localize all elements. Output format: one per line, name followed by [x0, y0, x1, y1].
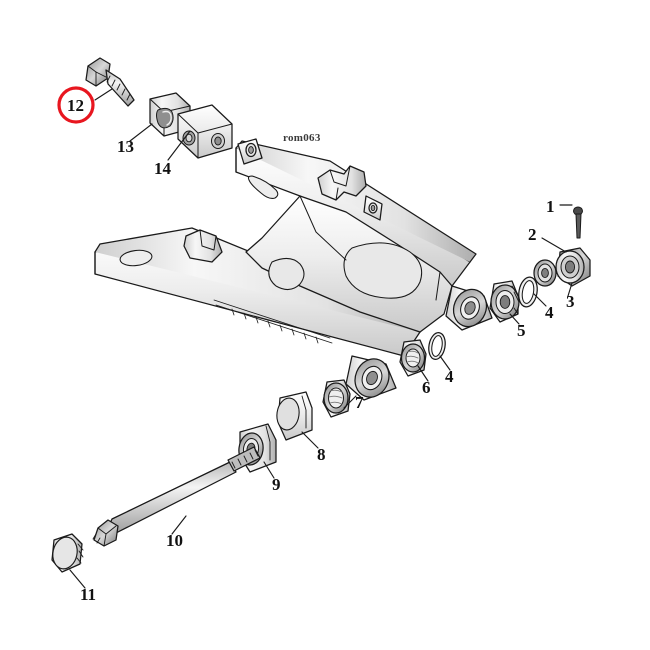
part-12-pivot-bolt	[85, 57, 135, 107]
highlight-circle-12	[57, 86, 95, 124]
callout-label-9: 9	[272, 475, 281, 494]
part-7-bearing	[322, 379, 351, 418]
callout-label-2: 2	[528, 225, 537, 244]
leader-lines	[69, 88, 573, 589]
callout-label-4-outer: 4	[545, 303, 554, 322]
part-14-adjuster-block	[177, 104, 233, 159]
callout-label-7: 7	[355, 393, 364, 412]
part-3-bearing-cap	[555, 247, 591, 287]
callout-label-12: 12	[67, 96, 84, 115]
part-10-pivot-shaft	[92, 446, 261, 547]
part-4-o-ring-inner	[428, 332, 446, 360]
part-1-cotter-pin	[573, 206, 583, 239]
swingarm-center-casting	[245, 195, 453, 333]
axle-boss-right	[445, 285, 493, 331]
callout-label-8: 8	[317, 445, 326, 464]
callout-label-1: 1	[546, 197, 555, 216]
callout-label-11: 11	[80, 585, 97, 604]
part-6-bearing-race	[399, 339, 427, 377]
callout-label-10: 10	[166, 531, 183, 550]
callout-label-14: 14	[154, 159, 171, 178]
callout-label-4-inner: 4	[445, 367, 454, 386]
axle-boss-lower	[345, 355, 397, 401]
callout-label-6: 6	[422, 378, 431, 397]
part-4-o-ring-outer	[518, 276, 538, 308]
callout-label-13: 13	[117, 137, 134, 156]
watermark-text: rom063	[283, 132, 321, 144]
swingarm-lower-arm	[94, 227, 427, 357]
part-8-spacer-sleeve	[276, 391, 313, 441]
part-5-bearing-sleeve	[489, 280, 520, 323]
part-2-nut	[533, 259, 557, 287]
callout-label-3: 3	[566, 292, 575, 311]
callout-label-5: 5	[517, 321, 526, 340]
part-11-end-cap	[51, 533, 84, 573]
